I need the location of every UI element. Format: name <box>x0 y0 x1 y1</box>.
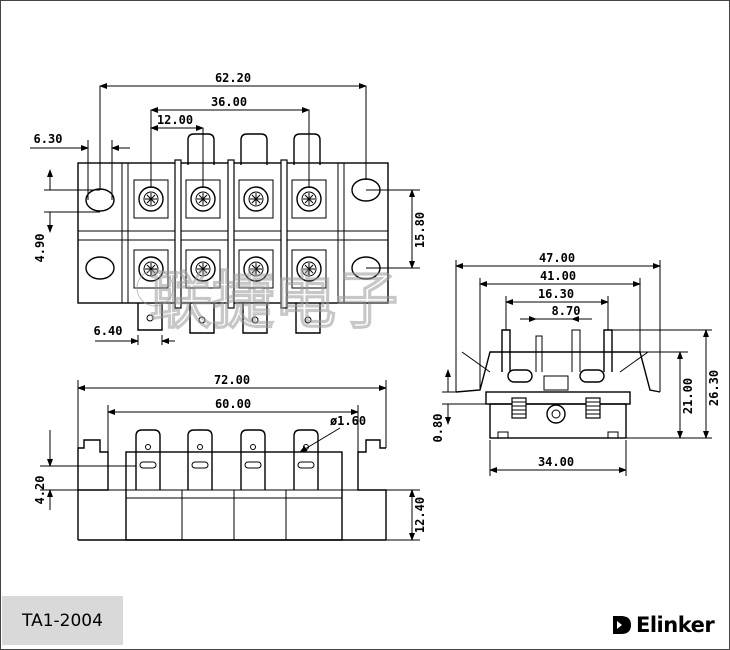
dim-top-pitch-span: 36.00 <box>211 95 247 109</box>
model-label: TA1-2004 <box>2 596 123 645</box>
dim-side-08: 0.80 <box>431 414 445 443</box>
dim-side-26: 26.30 <box>707 370 721 406</box>
model-number: TA1-2004 <box>22 610 103 631</box>
top-view: 62.20 36.00 12.00 6.30 4.90 15.80 6.40 <box>30 71 427 345</box>
dim-side-16: 16.30 <box>538 287 574 301</box>
brand-name: Elinker <box>636 613 715 637</box>
dim-side-bottom: 34.00 <box>538 455 574 469</box>
brand-logo: Elinker <box>611 611 715 639</box>
dim-top-height: 15.80 <box>413 212 427 248</box>
dim-top-overall: 62.20 <box>215 71 251 85</box>
dim-top-hole-offset: 6.30 <box>34 132 63 146</box>
dim-top-tab-width: 6.40 <box>94 324 123 338</box>
dim-front-overall: 72.00 <box>214 373 250 387</box>
brand-logo-icon <box>613 616 631 634</box>
dim-front-body-height: 12.40 <box>413 497 427 533</box>
dim-side-47: 47.00 <box>539 251 575 265</box>
dim-front-hole: ø1.60 <box>330 414 366 428</box>
dim-side-21: 21.00 <box>681 378 695 414</box>
dim-top-pitch: 12.00 <box>157 113 193 127</box>
watermark-logo-icon <box>136 269 174 307</box>
dim-front-tab-height: 4.20 <box>33 476 47 505</box>
front-view: 72.00 60.00 ø1.60 4.20 12.40 <box>33 373 427 541</box>
dim-side-41: 41.00 <box>540 269 576 283</box>
watermark-text: 联捷电子 <box>150 264 398 337</box>
dim-side-8: 8.70 <box>552 304 581 318</box>
dim-front-inner: 60.00 <box>215 397 251 411</box>
side-view: 47.00 41.00 16.30 8.70 34.00 21.00 26.30… <box>431 251 721 476</box>
dim-top-hole-dia: 4.90 <box>33 234 47 263</box>
